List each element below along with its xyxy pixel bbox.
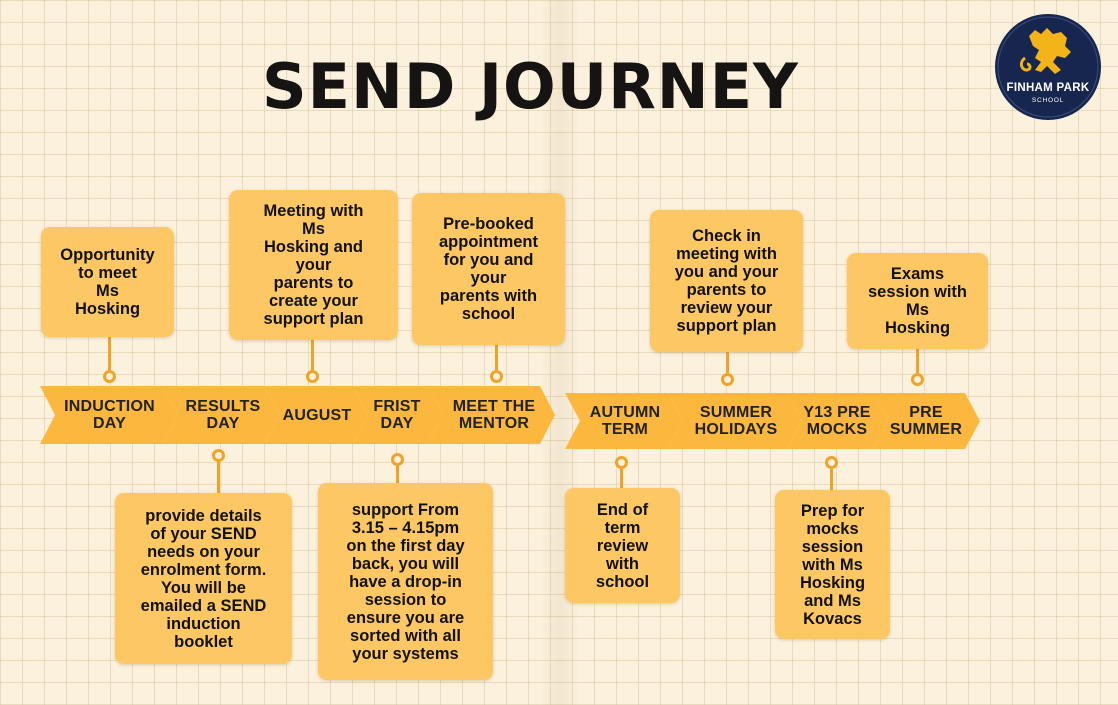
connector-dot bbox=[306, 370, 319, 383]
page-title: SEND JOURNEY bbox=[262, 50, 799, 123]
connector-line bbox=[916, 349, 919, 373]
connector-line bbox=[396, 466, 399, 483]
note-frist-day: support From 3.15 – 4.15pm on the first … bbox=[318, 483, 493, 680]
connector-line bbox=[311, 340, 314, 370]
lion-icon bbox=[997, 16, 1099, 118]
stage-arrow bbox=[873, 393, 980, 449]
stage-label-induction-day: INDUCTION DAY bbox=[64, 398, 155, 432]
connector-dot bbox=[911, 373, 924, 386]
stage-label-results-day: RESULTS DAY bbox=[185, 398, 261, 432]
school-logo: FINHAM PARK SCHOOL bbox=[995, 14, 1101, 120]
note-autumn-term: End of term review with school bbox=[565, 488, 680, 603]
stage-label-summer-holidays: SUMMER HOLIDAYS bbox=[694, 404, 778, 438]
connector-line bbox=[217, 462, 220, 493]
stage-arrow bbox=[668, 393, 802, 449]
connector-dot bbox=[615, 456, 628, 469]
logo-subtitle: SCHOOL bbox=[1031, 97, 1065, 104]
stage-label-y13-pre-mocks: Y13 PRE MOCKS bbox=[803, 404, 871, 438]
stage-arrow bbox=[787, 393, 888, 449]
note-meet-the-mentor: Pre-booked appointment for you and your … bbox=[412, 193, 565, 345]
stage-arrow bbox=[40, 386, 178, 444]
note-august: Meeting with Ms Hosking and your parents… bbox=[229, 190, 398, 340]
connector-dot bbox=[212, 449, 225, 462]
stage-label-meet-the-mentor: MEET THE MENTOR bbox=[452, 398, 536, 432]
connector-dot bbox=[721, 373, 734, 386]
stage-arrow bbox=[428, 386, 555, 444]
connector-dot bbox=[391, 453, 404, 466]
note-y13-pre-mocks: Prep for mocks session with Ms Hosking a… bbox=[775, 490, 890, 639]
note-pre-summer: Exams session with Ms Hosking bbox=[847, 253, 988, 349]
connector-dot bbox=[825, 456, 838, 469]
stage-arrow bbox=[163, 386, 279, 444]
connector-dot bbox=[490, 370, 503, 383]
logo-name: FINHAM PARK bbox=[1006, 82, 1090, 94]
connector-line bbox=[620, 469, 623, 488]
connector-line bbox=[830, 469, 833, 490]
stage-arrow bbox=[565, 393, 683, 449]
connector-line bbox=[495, 345, 498, 370]
stage-label-august: AUGUST bbox=[282, 406, 352, 424]
connector-line bbox=[726, 352, 729, 373]
connector-line bbox=[108, 336, 111, 370]
stage-arrow bbox=[264, 386, 368, 444]
note-induction-day: Opportunity to meet Ms Hosking bbox=[41, 227, 174, 337]
note-summer-holidays: Check in meeting with you and your paren… bbox=[650, 210, 803, 352]
stage-label-autumn-term: AUTUMN TERM bbox=[589, 404, 661, 438]
stage-label-frist-day: FRIST DAY bbox=[373, 398, 421, 432]
stage-arrow bbox=[353, 386, 443, 444]
stage-label-pre-summer: PRE SUMMER bbox=[889, 404, 963, 438]
note-results-day: provide details of your SEND needs on yo… bbox=[115, 493, 292, 664]
connector-dot bbox=[103, 370, 116, 383]
